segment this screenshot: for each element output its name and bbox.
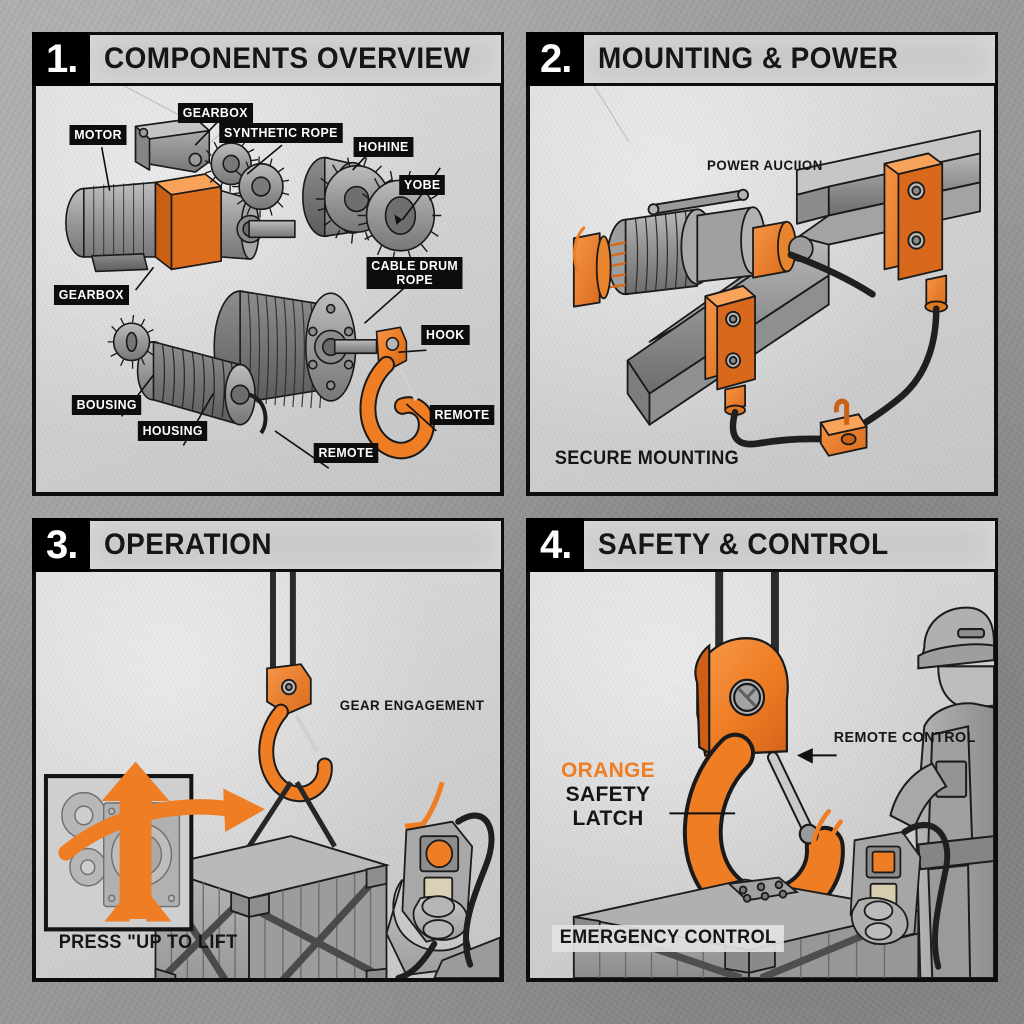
label-synthetic-rope: SYNTHETIC ROPE bbox=[219, 123, 343, 143]
label-hook: HOOK bbox=[421, 325, 470, 345]
panel-2-caption: SECURE MOUNTING bbox=[554, 448, 740, 469]
panel-3-body: GEAR ENGAGEMENT PRESS "UP TO LIFT bbox=[32, 569, 504, 982]
label-remote-control: REMOTE CONTROL bbox=[833, 729, 976, 746]
label-latch-word: LATCH bbox=[572, 807, 644, 830]
label-hohine: HOHINE bbox=[353, 137, 414, 157]
panel-1-header: 1. COMPONENTS OVERVIEW bbox=[32, 32, 504, 86]
panel-1-exploded-diagram bbox=[65, 117, 442, 469]
panel-2-body: POWER AUCIION SECURE MOUNTING bbox=[526, 83, 998, 496]
label-cable-drum-line1: CABLE DRUM bbox=[371, 258, 459, 273]
label-safety-word: SAFETY bbox=[565, 783, 651, 806]
panel-3-operation-scene bbox=[43, 569, 500, 978]
panel-4-caption: EMERGENCY CONTROL bbox=[552, 925, 785, 952]
panel-4-title: SAFETY & CONTROL bbox=[598, 528, 889, 561]
label-orange-safety-latch: ORANGE SAFETY LATCH bbox=[558, 759, 658, 831]
label-housing: HOUSING bbox=[137, 421, 208, 441]
label-gearbox-top: GEARBOX bbox=[177, 103, 253, 123]
panel-4-header: 4. SAFETY & CONTROL bbox=[526, 518, 998, 572]
label-orange-word: ORANGE bbox=[561, 759, 655, 782]
label-cable-drum-line2: ROPE bbox=[396, 271, 433, 287]
label-remote-bottom: REMOTE bbox=[313, 443, 379, 463]
panel-4-safety-scene bbox=[572, 569, 994, 978]
label-remote-right: REMOTE bbox=[429, 405, 495, 425]
panel-4-number: 4. bbox=[526, 518, 585, 572]
panel-2-number: 2. bbox=[526, 32, 585, 86]
panel-4-title-box: SAFETY & CONTROL bbox=[584, 518, 998, 572]
panel-1-title-box: COMPONENTS OVERVIEW bbox=[90, 32, 504, 86]
panel-safety-control: 4. SAFETY & CONTROL bbox=[526, 518, 998, 982]
label-power-auciion: POWER AUCIION bbox=[707, 157, 823, 173]
panel-2-title-box: MOUNTING & POWER bbox=[584, 32, 998, 86]
panel-1-title: COMPONENTS OVERVIEW bbox=[104, 42, 471, 75]
panel-3-caption: PRESS "UP TO LIFT bbox=[58, 932, 238, 953]
panel-mounting-power: 2. MOUNTING & POWER bbox=[526, 32, 998, 496]
label-yobe: YOBE bbox=[399, 175, 446, 195]
label-gearbox-bottom: GEARBOX bbox=[53, 285, 129, 305]
panel-3-title-box: OPERATION bbox=[90, 518, 504, 572]
panel-1-number: 1. bbox=[32, 32, 91, 86]
label-cable-drum-rope: CABLE DRUM ROPE bbox=[366, 257, 463, 290]
panel-2-mounting-diagram bbox=[572, 129, 981, 457]
panel-2-title: MOUNTING & POWER bbox=[598, 42, 899, 75]
panel-components-overview: 1. COMPONENTS OVERVIEW bbox=[32, 32, 504, 496]
panel-3-title: OPERATION bbox=[104, 528, 273, 561]
label-bousing: BOUSING bbox=[71, 395, 142, 415]
panel-3-header: 3. OPERATION bbox=[32, 518, 504, 572]
panel-2-header: 2. MOUNTING & POWER bbox=[526, 32, 998, 86]
panel-4-body: REMOTE CONTROL ORANGE SAFETY LATCH EMERG… bbox=[526, 569, 998, 982]
label-gear-engagement: GEAR ENGAGEMENT bbox=[339, 697, 485, 713]
label-motor: MOTOR bbox=[69, 125, 127, 145]
panel-operation: 3. OPERATION bbox=[32, 518, 504, 982]
panel-1-body: GEARBOX MOTOR SYNTHETIC ROPE HOHINE YOBE… bbox=[32, 83, 504, 496]
panel-3-number: 3. bbox=[32, 518, 91, 572]
